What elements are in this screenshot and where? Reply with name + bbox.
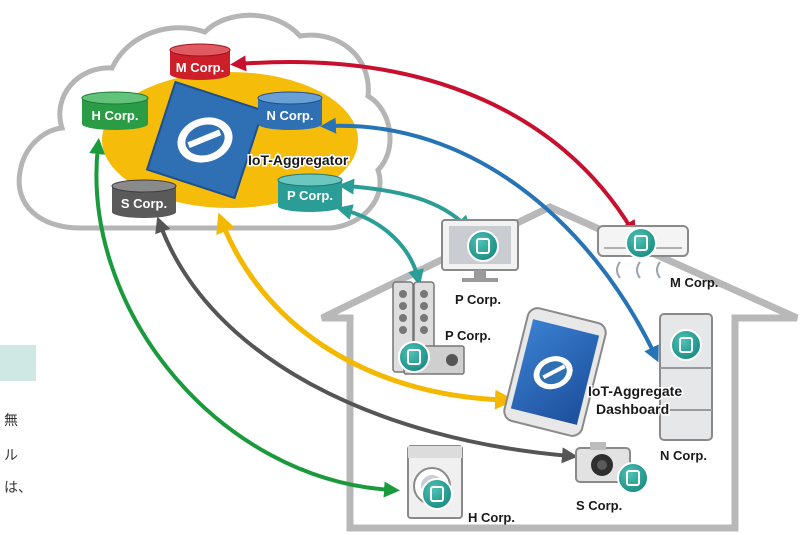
device-badge-icon bbox=[670, 329, 702, 361]
svg-text:S Corp.: S Corp. bbox=[121, 196, 167, 211]
fridge-label: N Corp. bbox=[660, 448, 707, 463]
dashboard-label-line1: IoT-Aggregate bbox=[588, 383, 682, 399]
device-badge-icon bbox=[625, 227, 657, 259]
dashboard-phone bbox=[503, 307, 607, 437]
svg-text:P Corp.: P Corp. bbox=[287, 188, 333, 203]
aircon-label: M Corp. bbox=[670, 275, 718, 290]
washer-label: H Corp. bbox=[468, 510, 515, 525]
svg-text:H Corp.: H Corp. bbox=[92, 108, 139, 123]
side-text-2: ル bbox=[4, 448, 18, 464]
device-badge-icon bbox=[398, 341, 430, 373]
speaker-label: P Corp. bbox=[445, 328, 491, 343]
device-badge-icon bbox=[421, 478, 453, 510]
camera-label: S Corp. bbox=[576, 498, 622, 513]
svg-text:M Corp.: M Corp. bbox=[176, 60, 224, 75]
camera-device bbox=[575, 442, 631, 483]
device-badge-icon bbox=[617, 462, 649, 494]
dashboard-label-line2: Dashboard bbox=[596, 401, 669, 417]
device-badge-icon bbox=[467, 230, 499, 262]
db-p-corp: P Corp. bbox=[277, 173, 343, 212]
db-s-corp: S Corp. bbox=[111, 179, 177, 218]
aggregator-title: IoT-Aggregator bbox=[248, 152, 349, 168]
arrow-n-corp bbox=[320, 117, 659, 363]
side-panel bbox=[0, 345, 36, 381]
svg-text:N Corp.: N Corp. bbox=[267, 108, 314, 123]
side-text-1: 無 bbox=[4, 413, 18, 429]
side-text-3: は、 bbox=[4, 480, 32, 496]
db-h-corp: H Corp. bbox=[81, 91, 149, 130]
db-n-corp: N Corp. bbox=[257, 91, 323, 130]
tv-label: P Corp. bbox=[455, 292, 501, 307]
db-m-corp: M Corp. bbox=[169, 43, 231, 80]
arrow-h-corp bbox=[89, 138, 400, 498]
